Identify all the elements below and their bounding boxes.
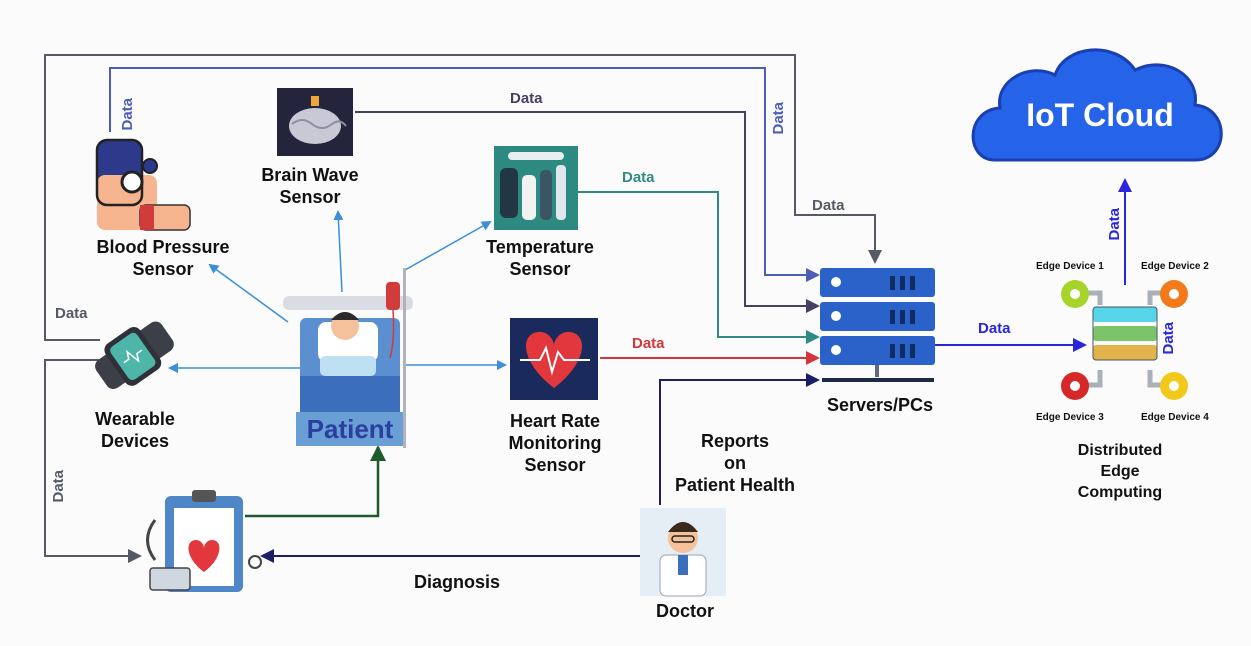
temperature-icon: [494, 146, 578, 230]
edge-device-4-label: Edge Device 4: [1141, 412, 1209, 423]
reports-label: Reports on Patient Health: [674, 431, 796, 495]
heart-rate-icon: [510, 318, 598, 400]
data-label-heart: Data: [632, 335, 665, 352]
blood-pressure-label: Blood Pressure Sensor: [96, 237, 230, 279]
wearable-label: Wearable Devices: [95, 409, 175, 451]
connector-wearable-clipboard: [44, 359, 142, 563]
data-label-edge-side: Data: [1160, 322, 1177, 355]
data-label-server-top: Data: [812, 197, 845, 214]
data-label-wearable-down: Data: [50, 470, 67, 503]
iot-cloud-label: IoT Cloud: [1026, 97, 1174, 133]
data-label-top: Data: [770, 102, 787, 135]
brain-wave-icon: [277, 88, 353, 156]
edge-cluster-icon: [1061, 280, 1188, 400]
diagnosis-label: Diagnosis: [413, 572, 501, 592]
edge-device-3-label: Edge Device 3: [1036, 412, 1104, 423]
data-label-cloud: Data: [1106, 208, 1123, 241]
blood-pressure-icon: [95, 138, 191, 231]
connector-brain-servers: [355, 111, 820, 313]
data-label-bp: Data: [119, 98, 136, 131]
arrow-patient-temp: [404, 221, 492, 271]
connector-temp-servers: [578, 191, 820, 344]
data-label-wearable: Data: [55, 305, 88, 322]
temperature-label: Temperature Sensor: [486, 237, 594, 279]
data-label-temp: Data: [622, 169, 655, 186]
cloud-icon: [971, 48, 1223, 162]
connector-clipboard-patient: [245, 445, 386, 518]
servers-icon: [820, 268, 935, 382]
edge-device-1-label: Edge Device 1: [1036, 261, 1104, 272]
connector-doctor-servers: [659, 373, 820, 505]
connector-wearable-servers: [44, 54, 882, 341]
clipboard-icon: [146, 490, 262, 592]
servers-label: Servers/PCs: [826, 395, 934, 415]
patient-icon: [283, 268, 413, 448]
distributed-label: Distributed Edge Computing: [1077, 442, 1163, 501]
arrow-patient-bp: [208, 263, 289, 323]
patient-label: Patient: [306, 414, 394, 444]
doctor-icon: [640, 508, 726, 597]
heart-rate-label: Heart Rate Monitoring Sensor: [508, 411, 602, 475]
arrow-patient-brain: [333, 210, 344, 293]
doctor-label: Doctor: [656, 601, 714, 621]
connector-bp-servers: [109, 67, 820, 282]
brain-wave-label: Brain Wave Sensor: [261, 165, 359, 207]
smartwatch-icon: [95, 321, 174, 390]
edge-device-2-label: Edge Device 2: [1141, 261, 1209, 272]
data-label-edge: Data: [978, 320, 1011, 337]
data-label-brain: Data: [510, 90, 543, 107]
